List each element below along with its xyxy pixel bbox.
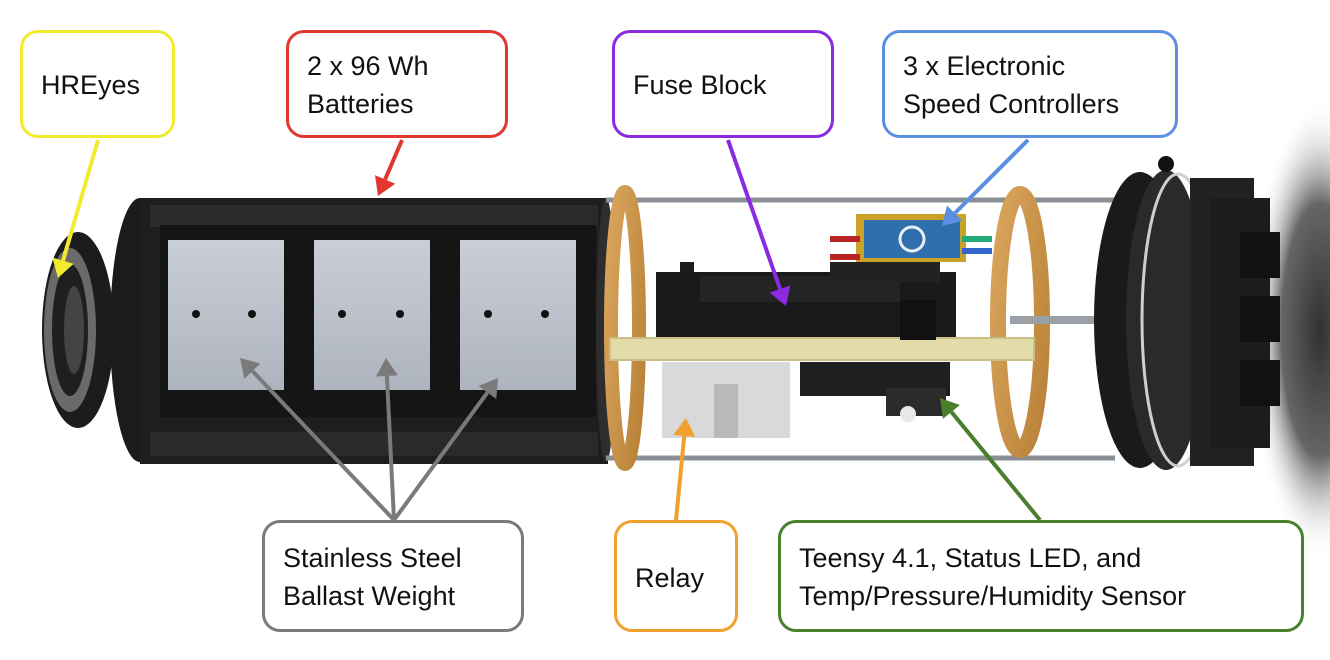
ballast-plate-1 bbox=[168, 240, 284, 390]
ballast-label-line1: Stainless Steel bbox=[283, 543, 462, 573]
hreyes-label: HREyes bbox=[41, 70, 141, 100]
cork-ring-left bbox=[604, 185, 646, 471]
esc-stack bbox=[830, 214, 992, 262]
esc-arrow bbox=[942, 138, 1030, 226]
hreyes-ring bbox=[42, 232, 114, 428]
esc-label-line1: 3 x Electronic bbox=[903, 51, 1066, 81]
fuse-block-label: Fuse Block bbox=[633, 70, 767, 100]
esc-label-line2: Speed Controllers bbox=[903, 89, 1120, 119]
esc-callout: 3 x Electronic Speed Controllers bbox=[882, 30, 1178, 138]
ballast-plate-2 bbox=[314, 240, 430, 390]
end-cap bbox=[1094, 156, 1280, 470]
ballast-arrow-2 bbox=[375, 358, 398, 521]
ballast-plate-3 bbox=[460, 240, 576, 390]
teensy-label-line1: Teensy 4.1, Status LED, and bbox=[799, 543, 1142, 573]
batteries-label-line1: 2 x 96 Wh bbox=[307, 51, 429, 81]
teensy-board bbox=[800, 300, 950, 422]
hreyes-arrow bbox=[52, 139, 100, 278]
ballast-arrow-3 bbox=[392, 378, 498, 522]
relay-arrow bbox=[673, 418, 696, 521]
fuse-block-arrow bbox=[726, 139, 791, 306]
hreyes-callout: HREyes bbox=[20, 30, 175, 138]
relay-label: Relay bbox=[635, 563, 705, 593]
relay bbox=[662, 362, 790, 438]
ballast-callout: Stainless Steel Ballast Weight bbox=[262, 520, 524, 632]
batteries-arrow bbox=[374, 139, 404, 196]
end-cap-shadow bbox=[1250, 100, 1330, 560]
teensy-label-line2: Temp/Pressure/Humidity Sensor bbox=[799, 581, 1187, 611]
leader-arrows bbox=[52, 138, 1042, 522]
batteries-label-line2: Batteries bbox=[307, 89, 414, 119]
relay-callout: Relay bbox=[614, 520, 738, 632]
teensy-callout: Teensy 4.1, Status LED, and Temp/Pressur… bbox=[778, 520, 1304, 632]
teensy-arrow bbox=[940, 398, 1042, 522]
ballast-label-line2: Ballast Weight bbox=[283, 581, 456, 611]
mounting-plate bbox=[609, 337, 1035, 361]
fuse-block-callout: Fuse Block bbox=[612, 30, 834, 138]
batteries-callout: 2 x 96 Wh Batteries bbox=[286, 30, 508, 138]
ballast-arrow-1 bbox=[240, 358, 396, 522]
